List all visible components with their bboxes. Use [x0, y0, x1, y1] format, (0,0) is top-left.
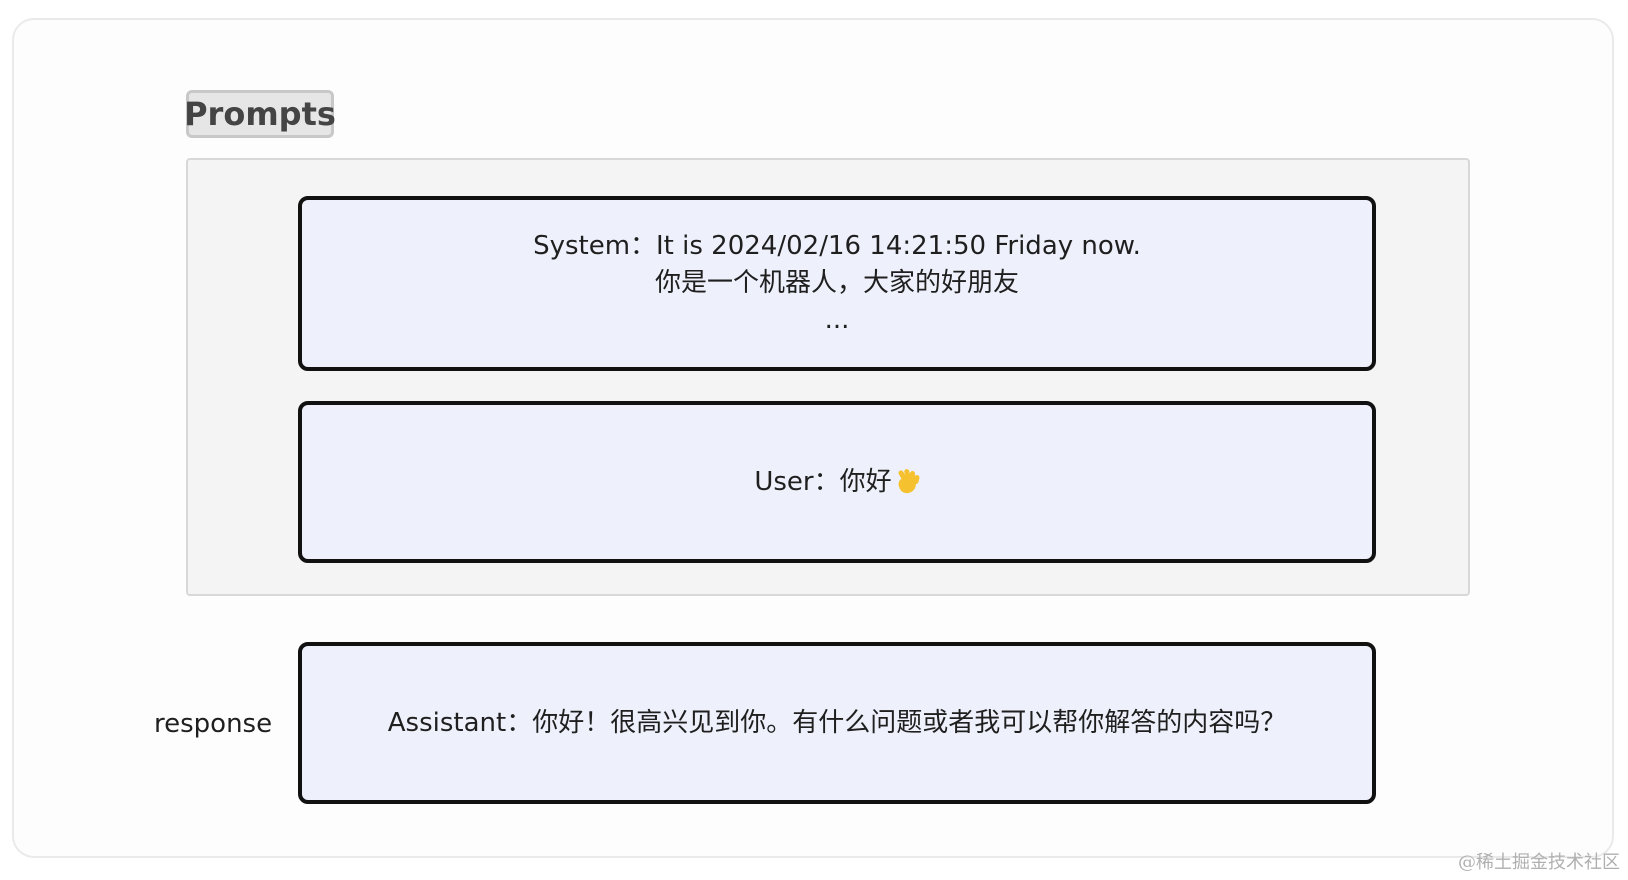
- assistant-message-text: Assistant：你好！很高兴见到你。有什么问题或者我可以帮你解答的内容吗？: [387, 707, 1287, 738]
- system-message-line-3: ...: [824, 305, 850, 335]
- credit-watermark: @稀土掘金技术社区: [1458, 852, 1620, 873]
- user-message-box: User：你好: [298, 401, 1376, 563]
- prompts-group-label: Prompts: [184, 90, 336, 138]
- system-message-line-2: 你是一个机器人，大家的好朋友: [654, 268, 1019, 298]
- waving-hand-icon: [894, 468, 920, 496]
- assistant-message-box: Assistant：你好！很高兴见到你。有什么问题或者我可以帮你解答的内容吗？: [298, 642, 1376, 804]
- user-message-line: User：你好: [754, 464, 920, 501]
- system-message-line-1: System：It is 2024/02/16 14:21:50 Friday …: [533, 231, 1141, 261]
- user-message-text: User：你好: [754, 466, 892, 497]
- response-label: response: [154, 709, 273, 739]
- system-message-box: System：It is 2024/02/16 14:21:50 Friday …: [298, 196, 1376, 371]
